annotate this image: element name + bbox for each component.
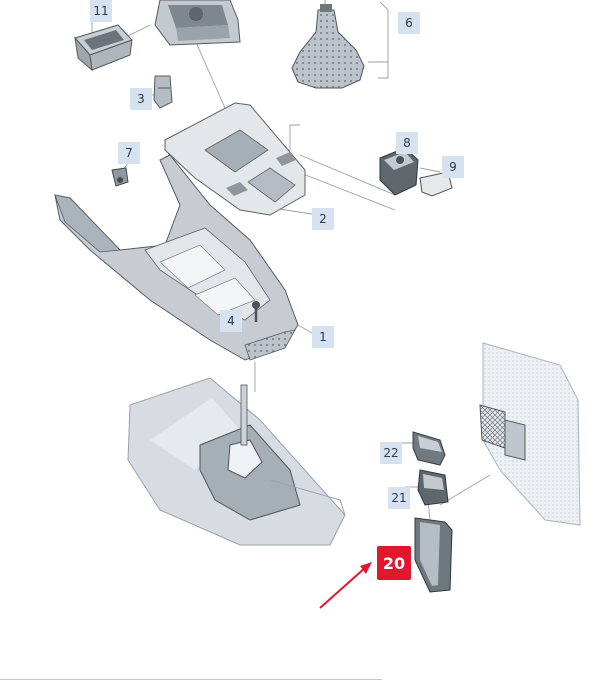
- part-2-shift-trim: [164, 102, 306, 216]
- callout-4[interactable]: 4: [220, 310, 242, 332]
- callout-1[interactable]: 1: [312, 326, 334, 348]
- callout-9[interactable]: 9: [442, 156, 464, 178]
- floor-tunnel-assembly: [127, 377, 346, 546]
- callout-6[interactable]: 6: [398, 12, 420, 34]
- part-4-screw: [252, 301, 260, 322]
- highlight-arrow: [319, 562, 372, 609]
- side-panel-trim: [479, 342, 581, 526]
- divider-line: [0, 679, 382, 680]
- part-7-clip: [111, 167, 129, 187]
- part-6-shift-boot: [291, 4, 365, 89]
- part-upper-bin-frame: [154, 0, 241, 46]
- part-3-clip: [153, 75, 173, 109]
- callout-20-highlighted[interactable]: 20: [377, 546, 411, 580]
- part-8-switch-module: [379, 147, 419, 196]
- part-1-center-console: [54, 154, 299, 361]
- callout-7[interactable]: 7: [118, 142, 140, 164]
- part-20-cover: [414, 517, 453, 593]
- callout-21[interactable]: 21: [388, 487, 410, 509]
- leader-lines: [91, 0, 491, 521]
- part-11-storage-bin: [74, 24, 133, 72]
- callout-3[interactable]: 3: [130, 88, 152, 110]
- callout-8[interactable]: 8: [396, 132, 418, 154]
- callout-11[interactable]: 11: [90, 0, 112, 22]
- callout-2[interactable]: 2: [312, 208, 334, 230]
- part-21-holder: [417, 469, 449, 506]
- callout-22[interactable]: 22: [380, 442, 402, 464]
- part-22-bracket: [412, 431, 446, 466]
